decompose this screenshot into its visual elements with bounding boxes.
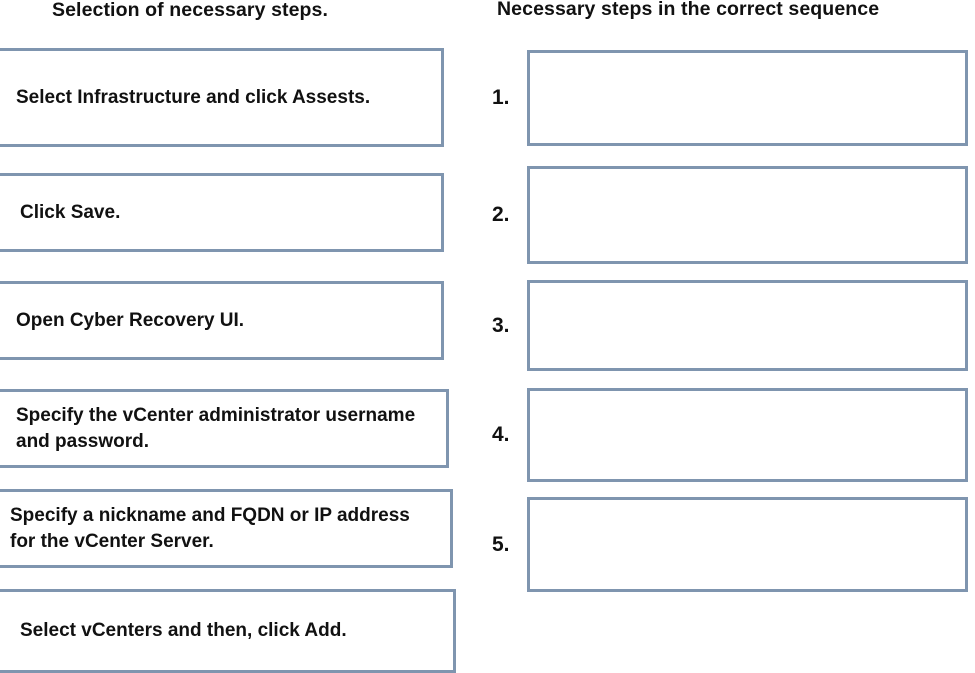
option-box[interactable]: Click Save. [0,173,444,252]
drop-target[interactable] [527,388,968,482]
sequence-slot-row: 2. [485,166,975,264]
option-box-label: Specify a nickname and FQDN or IP addres… [10,505,410,552]
slot-number: 5. [492,532,510,556]
slot-number: 3. [492,313,510,337]
option-box-label: Select vCenters and then, click Add. [20,620,347,642]
slot-number: 4. [492,423,510,446]
option-box-label: Specify the vCenter administrator userna… [16,405,416,452]
drop-target[interactable] [527,50,968,146]
option-box[interactable]: Select Infrastructure and click Assests. [0,48,444,147]
drop-target[interactable] [527,166,968,264]
drop-target[interactable] [527,280,968,371]
right-column-heading: Necessary steps in the correct sequence [497,0,880,20]
option-box-label: Select Infrastructure and click Assests. [16,86,371,108]
sequence-slot-row: 3. [485,280,975,371]
left-column-heading: Selection of necessary steps. [52,0,329,21]
option-box-label: Click Save. [20,201,121,223]
sequence-slot-row: 5. [485,497,975,592]
slot-number: 2. [492,203,510,226]
option-box-label: Open Cyber Recovery UI. [16,309,245,331]
option-box[interactable]: Specify the vCenter administrator userna… [0,389,449,468]
option-box[interactable]: Specify a nickname and FQDN or IP addres… [0,489,453,568]
drop-target[interactable] [527,497,968,592]
option-box[interactable]: Select vCenters and then, click Add. [0,589,456,673]
slot-number: 1. [492,86,510,109]
option-box[interactable]: Open Cyber Recovery UI. [0,281,444,360]
sequence-slot-row: 4. [485,388,975,482]
sequence-slot-row: 1. [485,50,975,146]
